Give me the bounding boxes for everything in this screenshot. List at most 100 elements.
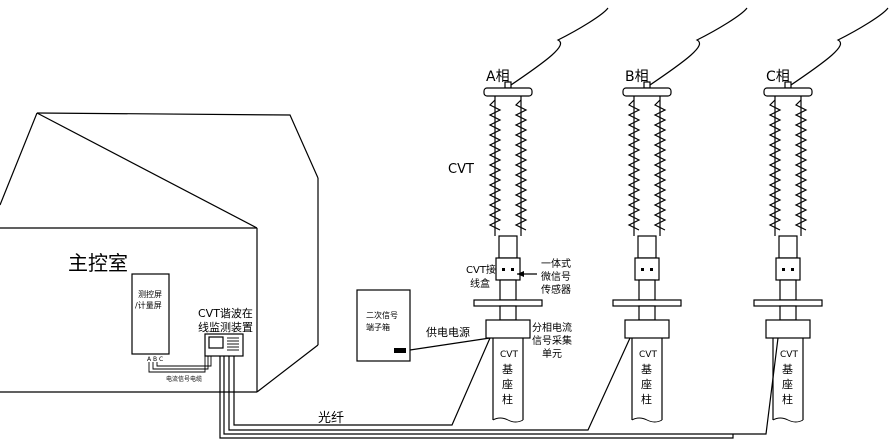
current-cable-2 <box>152 356 209 370</box>
junction-box-label-2: 线盒 <box>470 277 490 290</box>
base-label-ji: 基 <box>502 363 513 376</box>
column-stem <box>498 235 518 259</box>
collector-label-2: 信号采集 <box>532 334 572 347</box>
cabinet-label-2: /计量屏 <box>135 300 162 310</box>
base-column-break <box>631 417 663 423</box>
base-column-break <box>772 417 804 423</box>
base-label-ji: 基 <box>782 363 793 376</box>
fiber-cables: 光纤 <box>219 337 779 439</box>
terminal-box: 二次信号 端子箱 供电电源 <box>356 289 491 362</box>
building-title: 主控室 <box>68 251 128 275</box>
sensor-dot-left <box>641 268 644 271</box>
collector-neck <box>779 305 797 321</box>
sensor-dot-left <box>782 268 785 271</box>
sensor-dot-left <box>502 268 505 271</box>
insulator-sheds-left <box>627 99 641 231</box>
phase-column: B相 CVT 基座柱 <box>612 7 748 423</box>
terminal-connector <box>394 348 406 353</box>
base-label-zhu: 柱 <box>641 392 652 406</box>
column-body <box>779 279 797 301</box>
current-collector-unit <box>624 319 670 339</box>
base-label-cvt: CVT <box>639 350 657 360</box>
base-label-zhu: 柱 <box>782 392 793 406</box>
main-control-building: 主控室 <box>0 112 319 393</box>
current-cable-1 <box>148 356 206 373</box>
power-supply-line <box>409 337 491 351</box>
cvt-junction-box <box>775 257 801 281</box>
fiber-to-c-phase <box>223 337 779 435</box>
current-cable-3 <box>156 356 212 367</box>
current-collector-unit <box>485 319 531 339</box>
side-wall-bottom <box>256 344 319 393</box>
insulator-sheds-right <box>794 99 808 231</box>
roof-ridge <box>36 112 319 179</box>
sensor-label-1: 一体式 <box>541 257 571 270</box>
monitor-label-2: 线监测装置 <box>198 320 253 334</box>
column-stem <box>778 235 798 259</box>
collector-label-1: 分相电流 <box>532 321 572 334</box>
sensor-dot-right <box>791 268 794 271</box>
sensor-label-3: 传感器 <box>541 283 571 296</box>
fiber-label: 光纤 <box>318 411 344 426</box>
insulator-sheds-right <box>653 99 667 231</box>
collector-label-3: 单元 <box>542 348 562 360</box>
cvt-junction-box <box>495 257 521 281</box>
top-cap <box>763 87 813 97</box>
sensor-label-2: 微信号 <box>541 270 571 283</box>
column-body <box>499 279 517 301</box>
cvt-label: CVT <box>448 162 474 177</box>
base-label-zuo: 座 <box>782 377 793 391</box>
harmonic-monitor: CVT谐波在 线监测装置 <box>198 306 253 357</box>
base-label-zuo: 座 <box>502 377 513 391</box>
phase-label: C相 <box>766 69 790 85</box>
phase-column: C相 CVT 基座柱 <box>753 7 889 423</box>
fiber-to-a-phase <box>233 337 491 426</box>
cabinet-box <box>131 273 170 355</box>
top-cap <box>483 87 533 97</box>
terminal-box-label-2: 端子箱 <box>366 322 390 332</box>
insulator-sheds-left <box>488 99 502 231</box>
column-stem <box>637 235 657 259</box>
base-label-zhu: 柱 <box>502 392 513 406</box>
base-label-cvt: CVT <box>500 350 518 360</box>
monitor-screen <box>208 336 224 349</box>
insulator-sheds-right <box>514 99 528 231</box>
current-cable-label: 电流信号电缆 <box>166 375 202 383</box>
mounting-flange <box>473 299 543 307</box>
column-body <box>638 279 656 301</box>
current-collector-unit <box>765 319 811 339</box>
roof-left-slope <box>0 112 38 206</box>
sensor-dot-right <box>511 268 514 271</box>
base-column-break <box>492 417 524 423</box>
terminal-box-label-1: 二次信号 <box>366 310 398 320</box>
base-label-cvt: CVT <box>780 350 798 360</box>
base-label-zuo: 座 <box>641 377 652 391</box>
phase-label: B相 <box>625 69 649 85</box>
mounting-flange <box>612 299 682 307</box>
cabinet-label-1: 测控屏 <box>138 289 162 299</box>
lead-wire <box>646 7 748 88</box>
collector-neck <box>638 305 656 321</box>
roof-front-edge <box>36 112 258 229</box>
sensor-dot-right <box>650 268 653 271</box>
sensor-pointer-arrowhead <box>517 271 524 277</box>
phase-column: A相 CVT 基座柱 <box>473 7 609 423</box>
insulator-sheds-left <box>768 99 782 231</box>
power-label: 供电电源 <box>426 325 470 339</box>
lead-wire <box>787 7 889 88</box>
monitor-label-1: CVT谐波在 <box>198 306 253 320</box>
cvt-junction-box <box>634 257 660 281</box>
metering-cabinet: 测控屏 /计量屏 A B C 电流信号电缆 <box>131 273 212 383</box>
junction-box-label-1: CVT接 <box>466 263 496 276</box>
mounting-flange <box>753 299 823 307</box>
fiber-to-b-phase <box>228 337 631 431</box>
lead-wire <box>507 7 609 88</box>
collector-neck <box>499 305 517 321</box>
base-label-ji: 基 <box>641 363 652 376</box>
top-cap <box>622 87 672 97</box>
cabinet-bottom-label: A B C <box>147 356 163 363</box>
fiber-to-c-phase-outer <box>219 356 734 439</box>
phase-label: A相 <box>486 69 510 85</box>
